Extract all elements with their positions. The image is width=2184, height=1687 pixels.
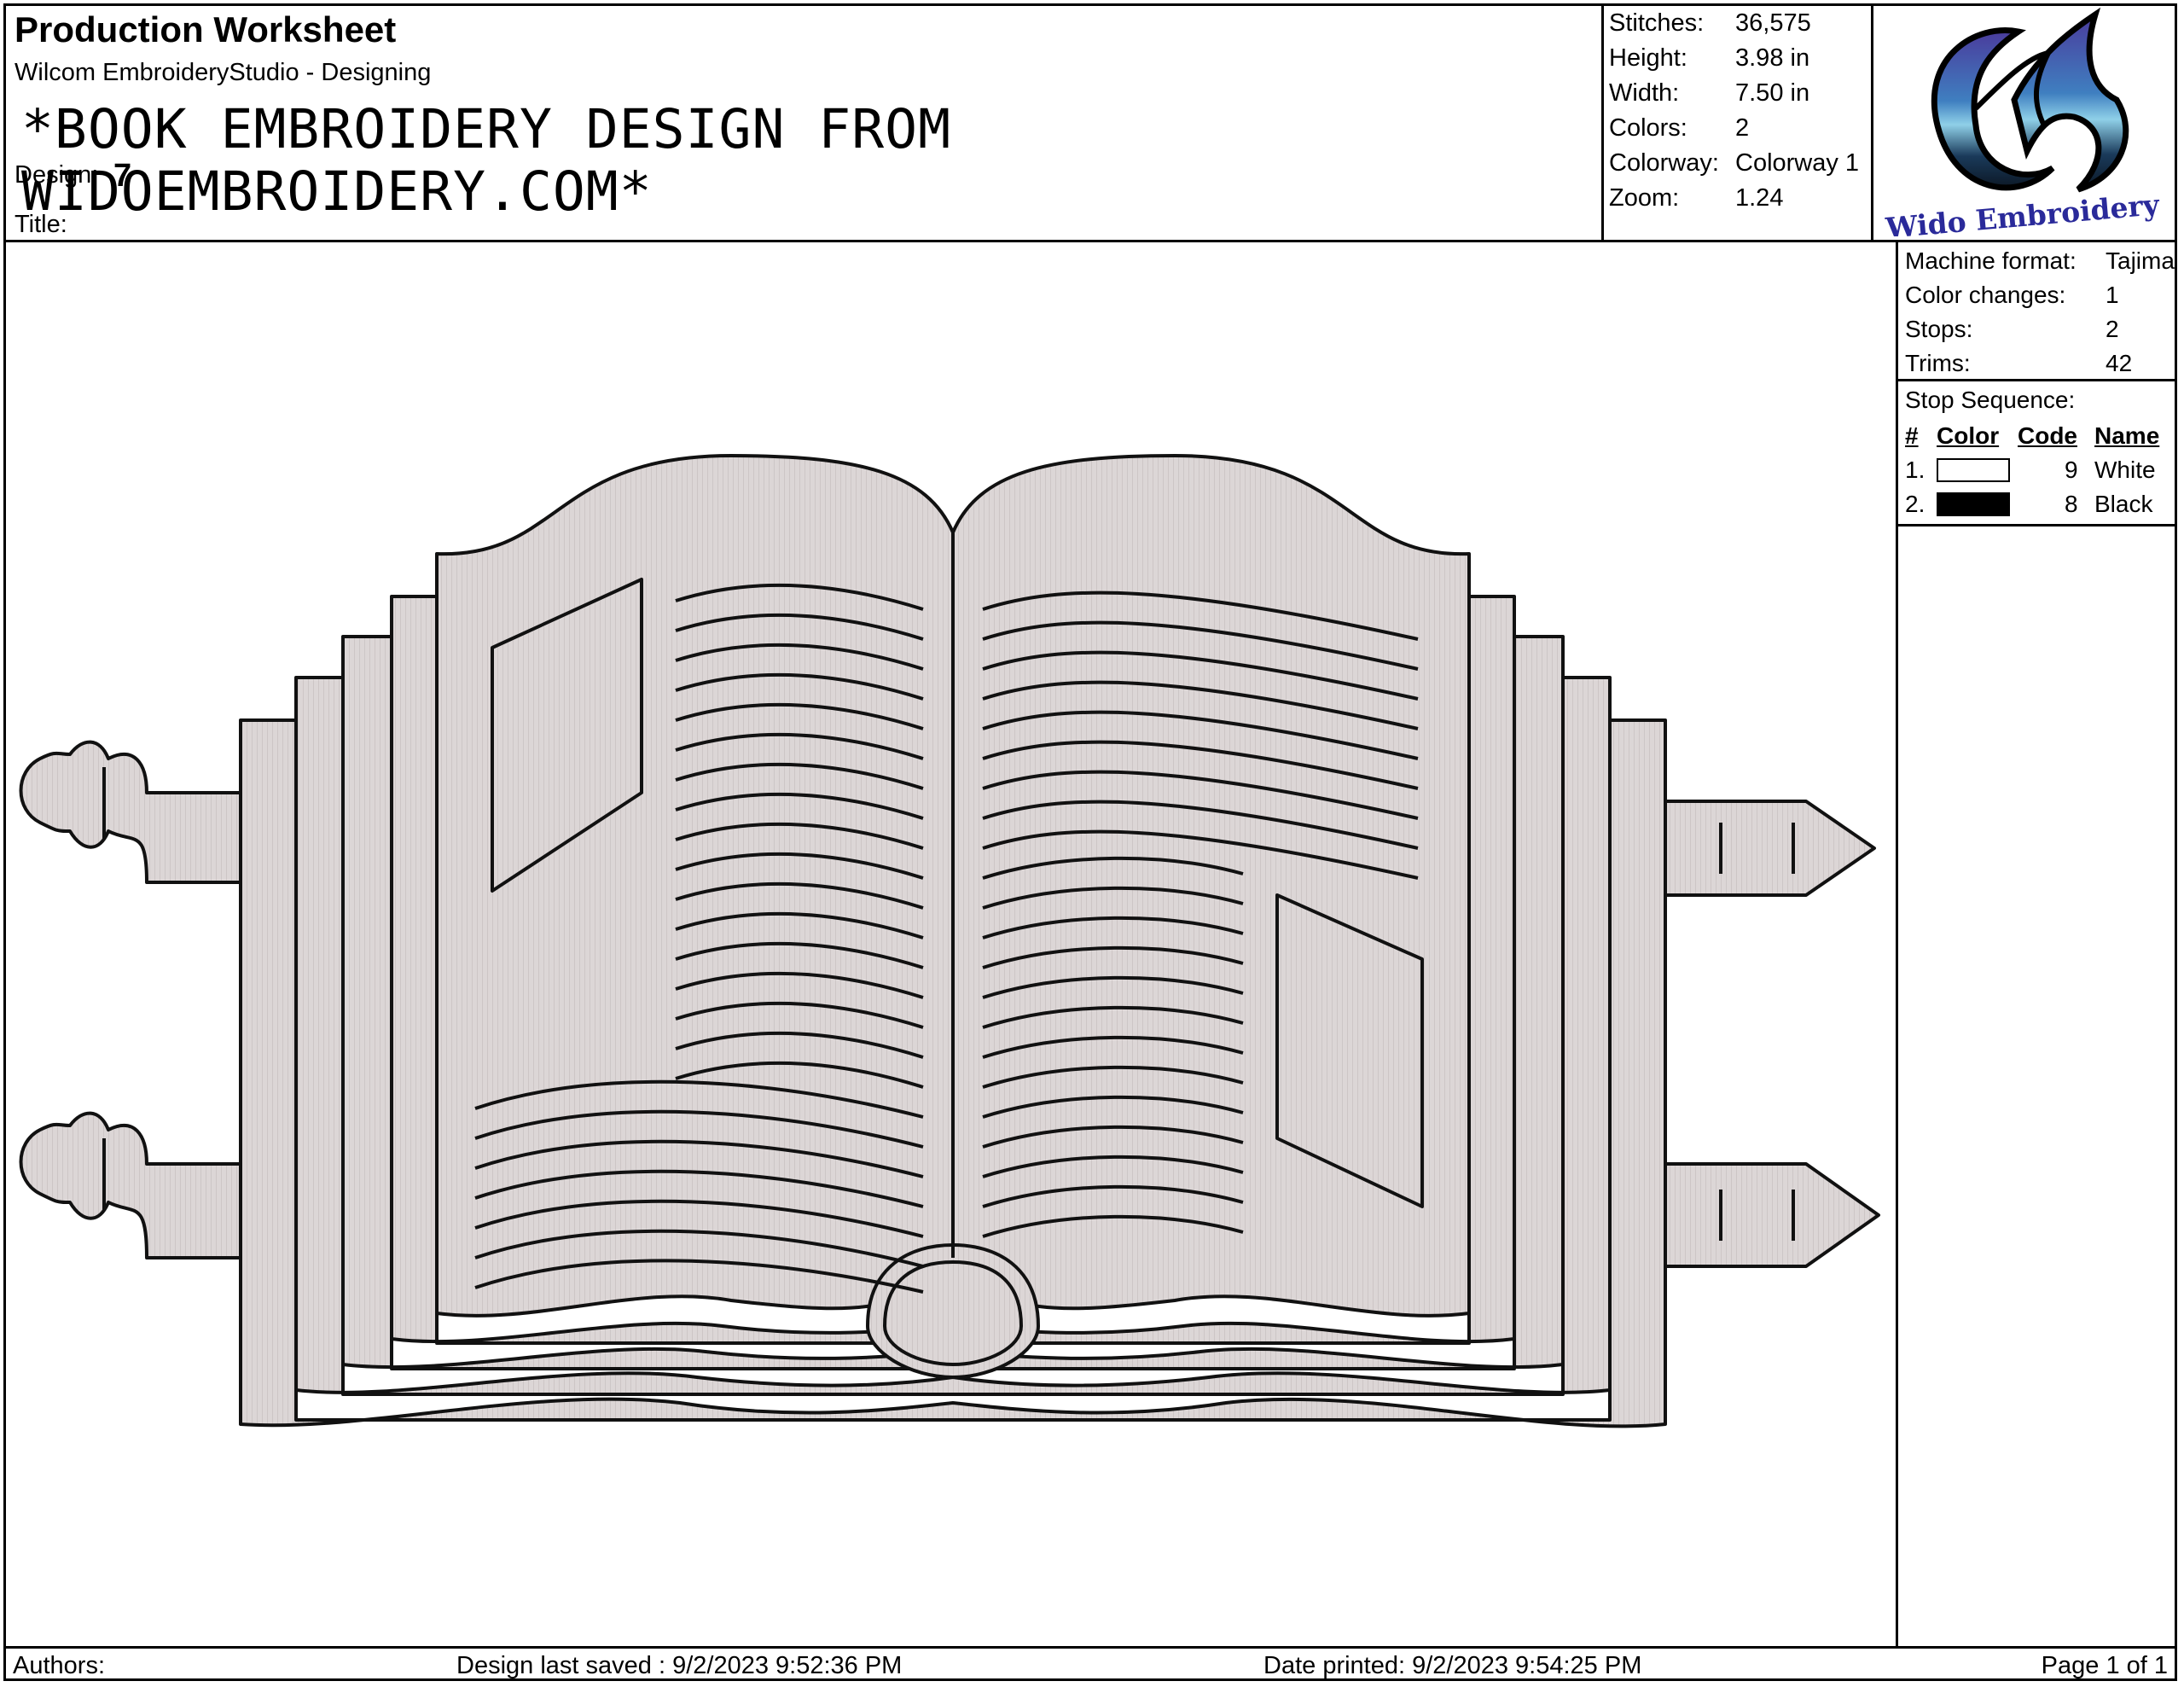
design-name: *BOOK EMBROIDERY DESIGN FROM WIDOEMBROID… [21, 98, 952, 223]
row-code: 9 [2065, 457, 2078, 483]
row-name: Black [2094, 491, 2153, 517]
trims: Trims:42 [1905, 350, 2133, 376]
stat-zoom: Zoom:1.24 [1609, 184, 1784, 212]
stop-sequence: Stop Sequence: # Color Code Name 1. 9 Wh… [1898, 381, 2175, 526]
worksheet-footer: Authors: Design last saved : 9/2/2023 9:… [6, 1646, 2175, 1679]
worksheet-header: Production Worksheet Wilcom EmbroiderySt… [6, 6, 2175, 245]
production-worksheet: Production Worksheet Wilcom EmbroiderySt… [3, 3, 2177, 1681]
last-saved: Design last saved : 9/2/2023 9:52:36 PM [456, 1652, 903, 1679]
col-color: Color [1937, 422, 2000, 449]
stop-sequence-title: Stop Sequence: [1905, 387, 2076, 413]
stat-colorway: Colorway:Colorway 1 [1609, 149, 1860, 177]
page-title: Production Worksheet [15, 9, 397, 49]
design-number: 7 [113, 158, 132, 194]
stat-colors: Colors:2 [1609, 114, 1750, 142]
row-num: 1. [1905, 457, 1926, 483]
title-label: Title: [15, 211, 67, 238]
logo-text: Wido Embroidery [1884, 188, 2161, 236]
machine-stats: Machine format:Tajima Color changes:1 St… [1898, 242, 2175, 381]
color-swatch-black [1937, 492, 2010, 516]
row-num: 2. [1905, 491, 1926, 517]
color-swatch-white [1937, 458, 2010, 482]
design-label: Design: [15, 161, 99, 189]
authors-label: Authors: [13, 1652, 105, 1679]
col-num: # [1905, 422, 1919, 449]
design-info: Production Worksheet Wilcom EmbroiderySt… [6, 6, 1601, 240]
stat-height: Height:3.98 in [1609, 44, 1810, 72]
machine-format: Machine format:Tajima [1905, 247, 2175, 274]
row-name: White [2094, 457, 2156, 483]
wido-logo: Wido Embroidery [1871, 6, 2175, 245]
wido-logo-icon: Wido Embroidery [1884, 7, 2161, 245]
design-stats: Stitches:36,575 Height:3.98 in Width:7.5… [1601, 6, 1871, 240]
stops: Stops:2 [1905, 316, 2119, 342]
stat-stitches: Stitches:36,575 [1609, 9, 1811, 37]
col-code: Code [2018, 422, 2077, 449]
row-code: 8 [2065, 491, 2078, 517]
software-name: Wilcom EmbroideryStudio - Designing [15, 59, 432, 86]
col-name: Name [2094, 422, 2160, 449]
machine-info-panel: Machine format:Tajima Color changes:1 St… [1896, 242, 2175, 1646]
color-changes: Color changes:1 [1905, 282, 2119, 308]
stat-width: Width:7.50 in [1609, 79, 1810, 107]
design-preview [6, 242, 1896, 1646]
date-printed: Date printed: 9/2/2023 9:54:25 PM [1263, 1652, 1642, 1679]
page-number: Page 1 of 1 [2041, 1652, 2168, 1679]
book-embroidery-image [19, 454, 1880, 1428]
